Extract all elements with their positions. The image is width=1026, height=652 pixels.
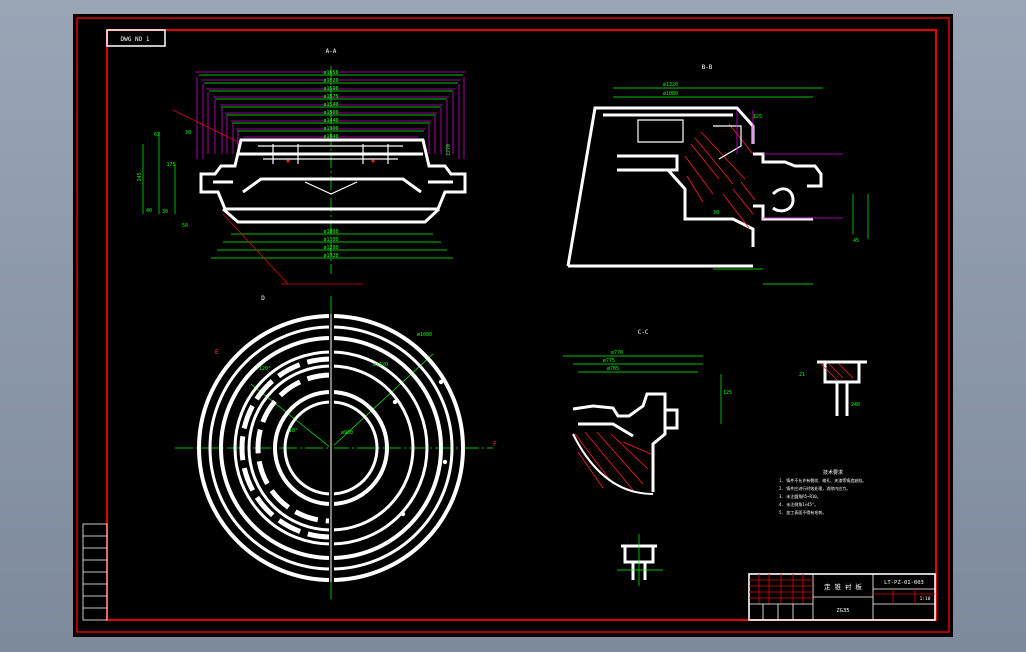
detail-view-bottom bbox=[617, 534, 663, 586]
detail-view-small: 21 240 bbox=[799, 360, 867, 416]
svg-text:ø1598: ø1598 bbox=[323, 86, 338, 92]
svg-text:30: 30 bbox=[713, 210, 719, 216]
svg-text:ø1080: ø1080 bbox=[417, 332, 432, 338]
note-line: 2. 铸件应进行时效处理，消除内应力。 bbox=[779, 485, 850, 491]
svg-text:18°: 18° bbox=[289, 428, 298, 434]
drawing-tag: DWG NO 1 bbox=[121, 36, 150, 43]
cad-drawing: DWG NO 1 A-A bbox=[76, 17, 950, 633]
note-line: 1. 铸件不允许有裂纹、缩孔、夹渣等铸造缺陷。 bbox=[779, 477, 866, 483]
svg-text:175: 175 bbox=[166, 162, 175, 168]
title-scale: 1:10 bbox=[920, 596, 931, 602]
svg-text:F: F bbox=[493, 441, 497, 448]
svg-text:30: 30 bbox=[185, 130, 191, 136]
cad-viewport[interactable]: DWG NO 1 A-A bbox=[73, 14, 953, 637]
svg-text:E: E bbox=[215, 349, 219, 356]
section-label-d: D bbox=[261, 295, 265, 302]
svg-text:ø1440: ø1440 bbox=[323, 118, 338, 124]
svg-text:ø1000: ø1000 bbox=[323, 229, 338, 235]
svg-text:1270: 1270 bbox=[446, 144, 452, 156]
svg-text:ø1300: ø1300 bbox=[323, 126, 338, 132]
revision-strip bbox=[82, 523, 108, 621]
svg-text:ø1575: ø1575 bbox=[323, 94, 338, 100]
svg-text:63: 63 bbox=[154, 132, 160, 138]
svg-text:ø1048: ø1048 bbox=[323, 134, 338, 140]
note-line: 5. 加工表面不得有毛刺。 bbox=[779, 509, 826, 515]
title-material: ZG35 bbox=[836, 608, 849, 614]
section-view-a: A-A bbox=[137, 48, 467, 285]
svg-text:50: 50 bbox=[182, 223, 188, 229]
svg-text:ø785: ø785 bbox=[607, 366, 619, 372]
svg-text:ø1540: ø1540 bbox=[323, 102, 338, 108]
svg-text:ø1080: ø1080 bbox=[663, 91, 678, 97]
sheet-inner-frame bbox=[106, 29, 937, 621]
drawing-tag-box bbox=[106, 29, 166, 47]
svg-text:40: 40 bbox=[146, 208, 152, 214]
section-label-b: B-B bbox=[702, 64, 713, 71]
svg-text:120°: 120° bbox=[259, 366, 271, 372]
technical-notes: 技术要求 1. 铸件不允许有裂纹、缩孔、夹渣等铸造缺陷。 2. 铸件应进行时效处… bbox=[779, 469, 866, 515]
svg-text:45: 45 bbox=[853, 238, 859, 244]
title-part-name: 定 锥 衬 板 bbox=[824, 582, 862, 591]
svg-text:ø770: ø770 bbox=[611, 350, 623, 356]
section-view-b: B-B ø1320 ø1080 125 30 45 bbox=[566, 64, 869, 285]
svg-text:ø1658: ø1658 bbox=[323, 70, 338, 76]
svg-text:ø960: ø960 bbox=[341, 430, 353, 436]
svg-text:ø1328: ø1328 bbox=[323, 253, 338, 259]
note-line: 4. 未注倒角1×45°。 bbox=[779, 501, 818, 507]
sheet-outer-frame bbox=[76, 17, 950, 633]
svg-text:125: 125 bbox=[753, 114, 762, 120]
svg-text:ø1200: ø1200 bbox=[323, 245, 338, 251]
svg-text:ø1320: ø1320 bbox=[663, 82, 678, 88]
svg-text:ø1100: ø1100 bbox=[323, 237, 338, 243]
svg-text:ø1500: ø1500 bbox=[323, 110, 338, 116]
svg-text:125: 125 bbox=[723, 390, 732, 396]
section-label-c: C-C bbox=[638, 329, 649, 336]
svg-text:240: 240 bbox=[851, 402, 860, 408]
section-label-a: A-A bbox=[326, 48, 337, 55]
svg-text:ø1620: ø1620 bbox=[323, 78, 338, 84]
svg-text:30: 30 bbox=[162, 209, 168, 215]
svg-text:ø1120: ø1120 bbox=[373, 362, 388, 368]
title-drawing-code: LT-PZ-01-003 bbox=[884, 580, 924, 586]
svg-text:ø775: ø775 bbox=[603, 358, 615, 364]
title-block: 定 锥 衬 板 ZG35 LT-PZ-01-003 1:10 bbox=[748, 573, 936, 621]
notes-title: 技术要求 bbox=[823, 469, 843, 476]
svg-text:245: 245 bbox=[137, 172, 143, 181]
note-line: 3. 未注圆角R5~R10。 bbox=[779, 493, 821, 499]
plan-view: D 120° 18° ø bbox=[175, 295, 497, 599]
detail-view-c: C-C ø770 ø775 ø785 125 bbox=[563, 329, 732, 495]
svg-text:21: 21 bbox=[799, 372, 805, 378]
